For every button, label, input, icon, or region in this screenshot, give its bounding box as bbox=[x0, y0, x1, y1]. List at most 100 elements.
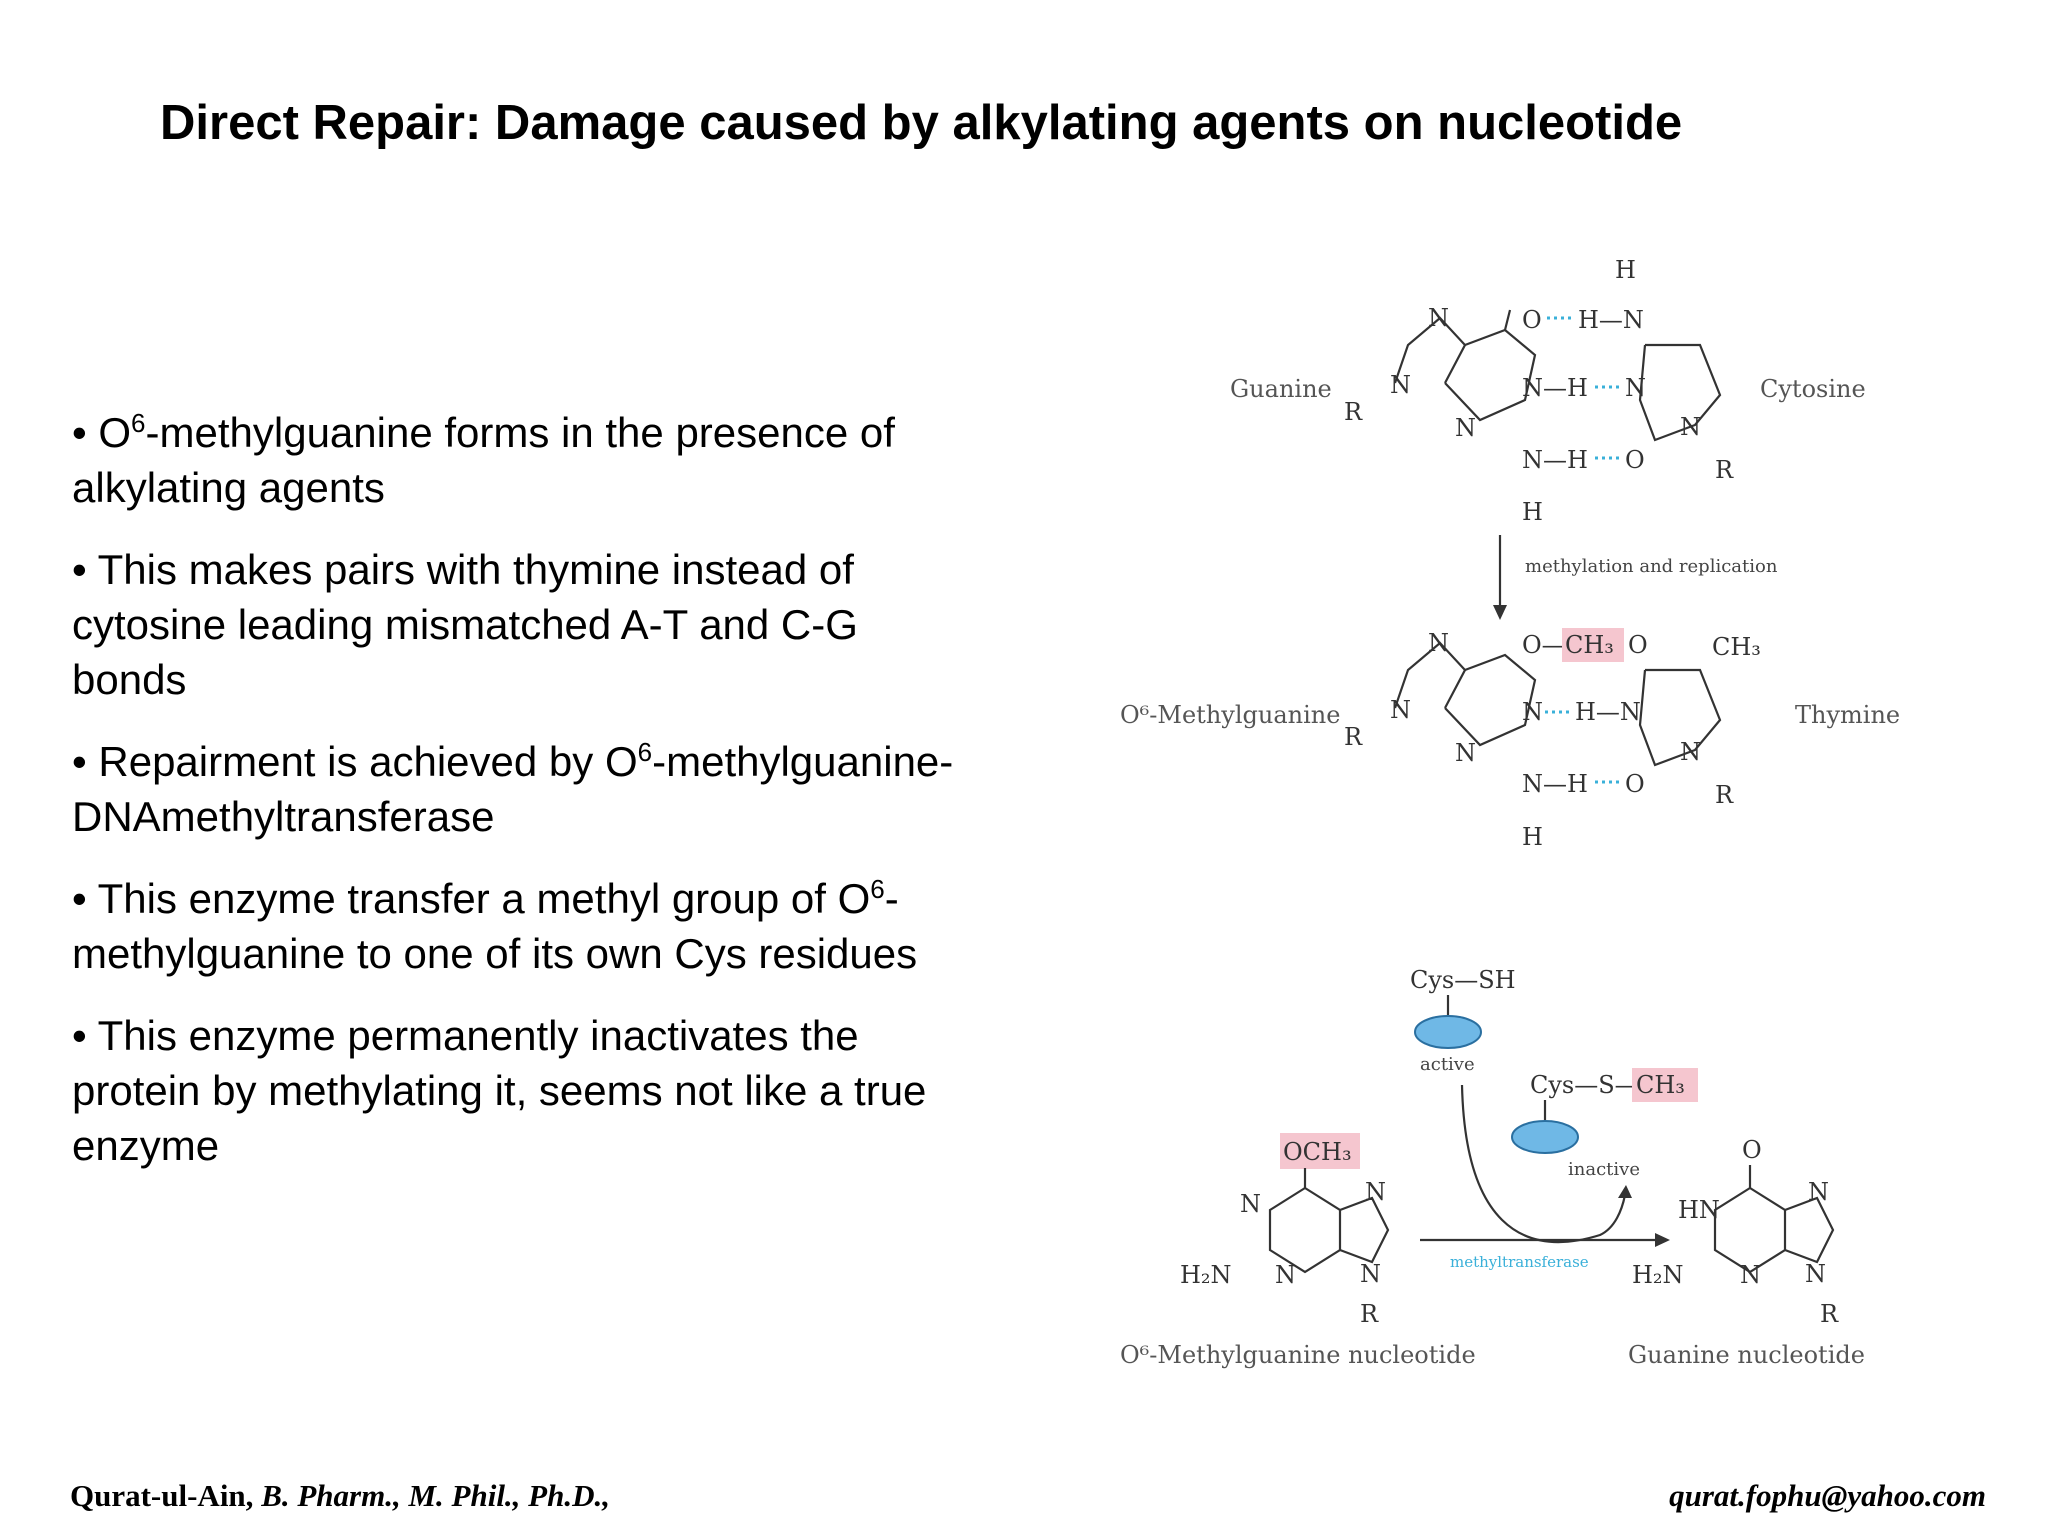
atom-n: N bbox=[1680, 738, 1701, 766]
superscript: 6 bbox=[131, 408, 146, 438]
bullet-text: -methylguanine forms in the presence of … bbox=[72, 409, 895, 511]
atom-n: N bbox=[1275, 1261, 1296, 1289]
author-footer: Qurat-ul-Ain, B. Pharm., M. Phil., Ph.D.… bbox=[70, 1478, 610, 1514]
bullet-text: -methylguanine to one of its own Cys res… bbox=[72, 875, 918, 977]
thymine-ring bbox=[1638, 668, 1722, 767]
atom-n: N bbox=[1360, 1260, 1381, 1288]
author-name: Qurat-ul-Ain, bbox=[70, 1478, 254, 1513]
author-degrees: B. Pharm., M. Phil., Ph.D., bbox=[253, 1478, 610, 1513]
inactive-label: inactive bbox=[1568, 1159, 1640, 1180]
atom-h: H—N bbox=[1575, 698, 1641, 726]
atom-n: N bbox=[1808, 1178, 1829, 1206]
atom-r: R bbox=[1820, 1300, 1839, 1328]
active-label: active bbox=[1420, 1054, 1475, 1075]
atom-o: O— bbox=[1522, 631, 1566, 659]
atom-h: H bbox=[1522, 498, 1543, 526]
arrow-label: methylation and replication bbox=[1525, 556, 1778, 577]
email-footer: qurat.fophu@yahoo.com bbox=[1669, 1478, 1986, 1513]
methylguanine-thymine-pair: O⁶-Methylguanine Thymine N N N R O— CH₃ … bbox=[1120, 628, 1900, 851]
methyl-highlight bbox=[1562, 628, 1624, 662]
atom-h: H—N bbox=[1578, 306, 1644, 334]
o6-methylguanine-label: O⁶-Methylguanine bbox=[1120, 701, 1340, 729]
atom-o: O bbox=[1625, 446, 1645, 474]
atom-r: R bbox=[1344, 723, 1363, 751]
och3-group: OCH₃ bbox=[1283, 1138, 1352, 1166]
superscript: 6 bbox=[637, 737, 653, 767]
left-nucleotide-label: O⁶-Methylguanine nucleotide bbox=[1120, 1341, 1476, 1369]
atom-n: N bbox=[1240, 1190, 1261, 1218]
purine-six-ring bbox=[1268, 1187, 1342, 1274]
atom-n: N bbox=[1455, 414, 1476, 442]
methyltransferase-reaction: Cys—SH active Cys—S— CH₃ inactive methyl… bbox=[1120, 966, 1865, 1369]
cys-sh-label: Cys—SH bbox=[1410, 966, 1516, 994]
bullet-item: • This enzyme transfer a methyl group of… bbox=[72, 871, 972, 981]
guanine-six-ring bbox=[1444, 328, 1537, 422]
inactive-enzyme-shape bbox=[1511, 1120, 1579, 1154]
atom-n: N bbox=[1390, 696, 1411, 724]
atom-h: H bbox=[1522, 823, 1543, 851]
bullet-item: • This enzyme permanently inactivates th… bbox=[72, 1008, 972, 1173]
methyltransferase-label: methyltransferase bbox=[1450, 1253, 1589, 1271]
atom-n: N bbox=[1522, 698, 1543, 726]
atom-n: N—H bbox=[1522, 446, 1588, 474]
atom-n: N bbox=[1455, 739, 1476, 767]
bullet-text: • This enzyme permanently inactivates th… bbox=[72, 1012, 927, 1169]
bullet-text: • O bbox=[72, 409, 132, 456]
bullet-item: • O6-methylguanine forms in the presence… bbox=[72, 405, 972, 515]
guanine-label: Guanine bbox=[1230, 375, 1332, 403]
atom-r: R bbox=[1360, 1300, 1379, 1328]
purine-five-ring bbox=[1784, 1196, 1835, 1264]
cytosine-label: Cytosine bbox=[1760, 375, 1866, 403]
atom-h2n: H₂N bbox=[1632, 1261, 1684, 1289]
bond bbox=[1503, 309, 1512, 331]
bullet-text: • This makes pairs with thymine instead … bbox=[72, 546, 858, 703]
bullet-text: • This enzyme transfer a methyl group of… bbox=[72, 875, 871, 922]
atom-n: N bbox=[1428, 629, 1449, 657]
methyl-highlight bbox=[1632, 1068, 1698, 1102]
active-enzyme-shape bbox=[1414, 1015, 1482, 1049]
atom-n: N bbox=[1365, 1178, 1386, 1206]
guanine-six-ring bbox=[1444, 653, 1537, 747]
arrow-head bbox=[1493, 605, 1507, 620]
atom-n: N bbox=[1428, 304, 1449, 332]
slide-title: Direct Repair: Damage caused by alkylati… bbox=[160, 96, 1683, 150]
atom-r: R bbox=[1715, 456, 1734, 484]
guanine-cytosine-pair: Guanine Cytosine N N N R O N—H N—H H H—N… bbox=[1230, 256, 1866, 526]
arrow-head bbox=[1618, 1185, 1632, 1198]
thymine-label: Thymine bbox=[1795, 701, 1900, 729]
bullet-text: • Repairment is achieved by O bbox=[72, 738, 638, 785]
atom-o: O bbox=[1628, 631, 1648, 659]
arrow-head bbox=[1655, 1233, 1670, 1247]
atom-h2n: H₂N bbox=[1180, 1261, 1232, 1289]
atom-n: N bbox=[1390, 371, 1411, 399]
ch3-group: CH₃ bbox=[1712, 633, 1761, 661]
atom-n: N—H bbox=[1522, 374, 1588, 402]
bullet-item: • This makes pairs with thymine instead … bbox=[72, 542, 972, 707]
purine-six-ring bbox=[1713, 1187, 1787, 1274]
atom-r: R bbox=[1344, 398, 1363, 426]
atom-o: O bbox=[1625, 770, 1645, 798]
bullet-text: -methylguanine-DNAmethyltransferase bbox=[72, 738, 954, 840]
cys-s-label: Cys—S— bbox=[1530, 1071, 1639, 1099]
atom-r: R bbox=[1715, 781, 1734, 809]
bullet-list: • O6-methylguanine forms in the presence… bbox=[72, 405, 972, 1200]
atom-hn: HN bbox=[1678, 1196, 1720, 1224]
right-nucleotide-label: Guanine nucleotide bbox=[1628, 1341, 1865, 1369]
superscript: 6 bbox=[870, 874, 885, 904]
guanine-five-ring bbox=[1393, 641, 1467, 709]
purine-five-ring bbox=[1339, 1196, 1390, 1264]
cytosine-ring bbox=[1638, 343, 1722, 442]
atom-n: N bbox=[1805, 1260, 1826, 1288]
atom-o: O bbox=[1522, 306, 1542, 334]
bullet-item: • Repairment is achieved by O6-methylgua… bbox=[72, 734, 972, 844]
atom-n: N bbox=[1740, 1261, 1761, 1289]
curved-arrow bbox=[1460, 1084, 1627, 1244]
guanine-five-ring bbox=[1393, 316, 1467, 384]
ch3-group: CH₃ bbox=[1636, 1071, 1685, 1099]
atom-n: N—H bbox=[1522, 770, 1588, 798]
atom-h: H bbox=[1615, 256, 1636, 284]
methyl-highlight bbox=[1280, 1133, 1360, 1169]
atom-o: O bbox=[1742, 1136, 1762, 1164]
ch3-group: CH₃ bbox=[1565, 631, 1614, 659]
